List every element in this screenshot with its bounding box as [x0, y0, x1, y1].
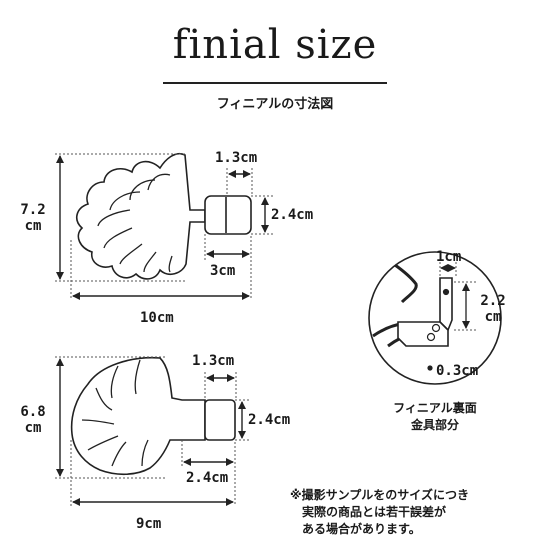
top-finial-height-value: 7.2 [20, 202, 46, 218]
bracket-caption: フィニアル裏面 金具部分 [375, 400, 495, 434]
bottom-finial-illustration [70, 356, 236, 476]
top-finial-width-label: 10cm [140, 310, 174, 326]
bottom-finial-dimensions [55, 356, 250, 506]
top-finial-height-unit: cm [24, 218, 42, 234]
disclaimer-line2: 実際の商品とは若干誤差が [302, 505, 447, 519]
top-finial-height-label: 7.2 cm [20, 202, 46, 234]
top-finial-cap-height-label: 2.4cm [271, 207, 314, 223]
disclaimer-line1: ※撮影サンプルをのサイズにつき [290, 488, 469, 502]
bracket-caption-line1: フィニアル裏面 [393, 401, 477, 415]
title-underline [163, 82, 387, 84]
bottom-finial-socket-label: 2.4cm [186, 470, 229, 486]
bracket-detail [368, 251, 502, 385]
bracket-height-label: 2.2 cm [480, 293, 506, 325]
disclaimer-line3: ある場合があります。 [302, 522, 421, 536]
bottom-finial-cap-height-label: 2.4cm [248, 412, 291, 428]
top-finial-cap-width-label: 1.3cm [215, 150, 258, 166]
top-finial-dimensions [55, 153, 275, 300]
page-subtitle: フィニアルの寸法図 [216, 97, 334, 112]
top-finial-socket-label: 3cm [210, 263, 236, 279]
bottom-finial-height-unit: cm [24, 420, 42, 436]
disclaimer-note: ※撮影サンプルをのサイズにつき 実際の商品とは若干誤差が ある場合があります。 [290, 487, 530, 538]
bottom-finial-cap-width-label: 1.3cm [192, 353, 235, 369]
bottom-finial-height-value: 6.8 [20, 404, 46, 420]
bottom-finial-width-label: 9cm [136, 516, 162, 532]
top-finial-illustration [75, 152, 252, 280]
page-title: finial size [172, 22, 378, 68]
bottom-finial-height-label: 6.8 cm [20, 404, 46, 436]
bracket-screw-hole-label: 0.3cm [436, 363, 479, 379]
bracket-dimensions [439, 262, 476, 331]
bracket-height-value: 2.2 [480, 293, 506, 309]
bracket-top-width-label: 1cm [436, 249, 462, 265]
bracket-caption-line2: 金具部分 [410, 418, 459, 432]
bracket-height-unit: cm [484, 309, 502, 325]
